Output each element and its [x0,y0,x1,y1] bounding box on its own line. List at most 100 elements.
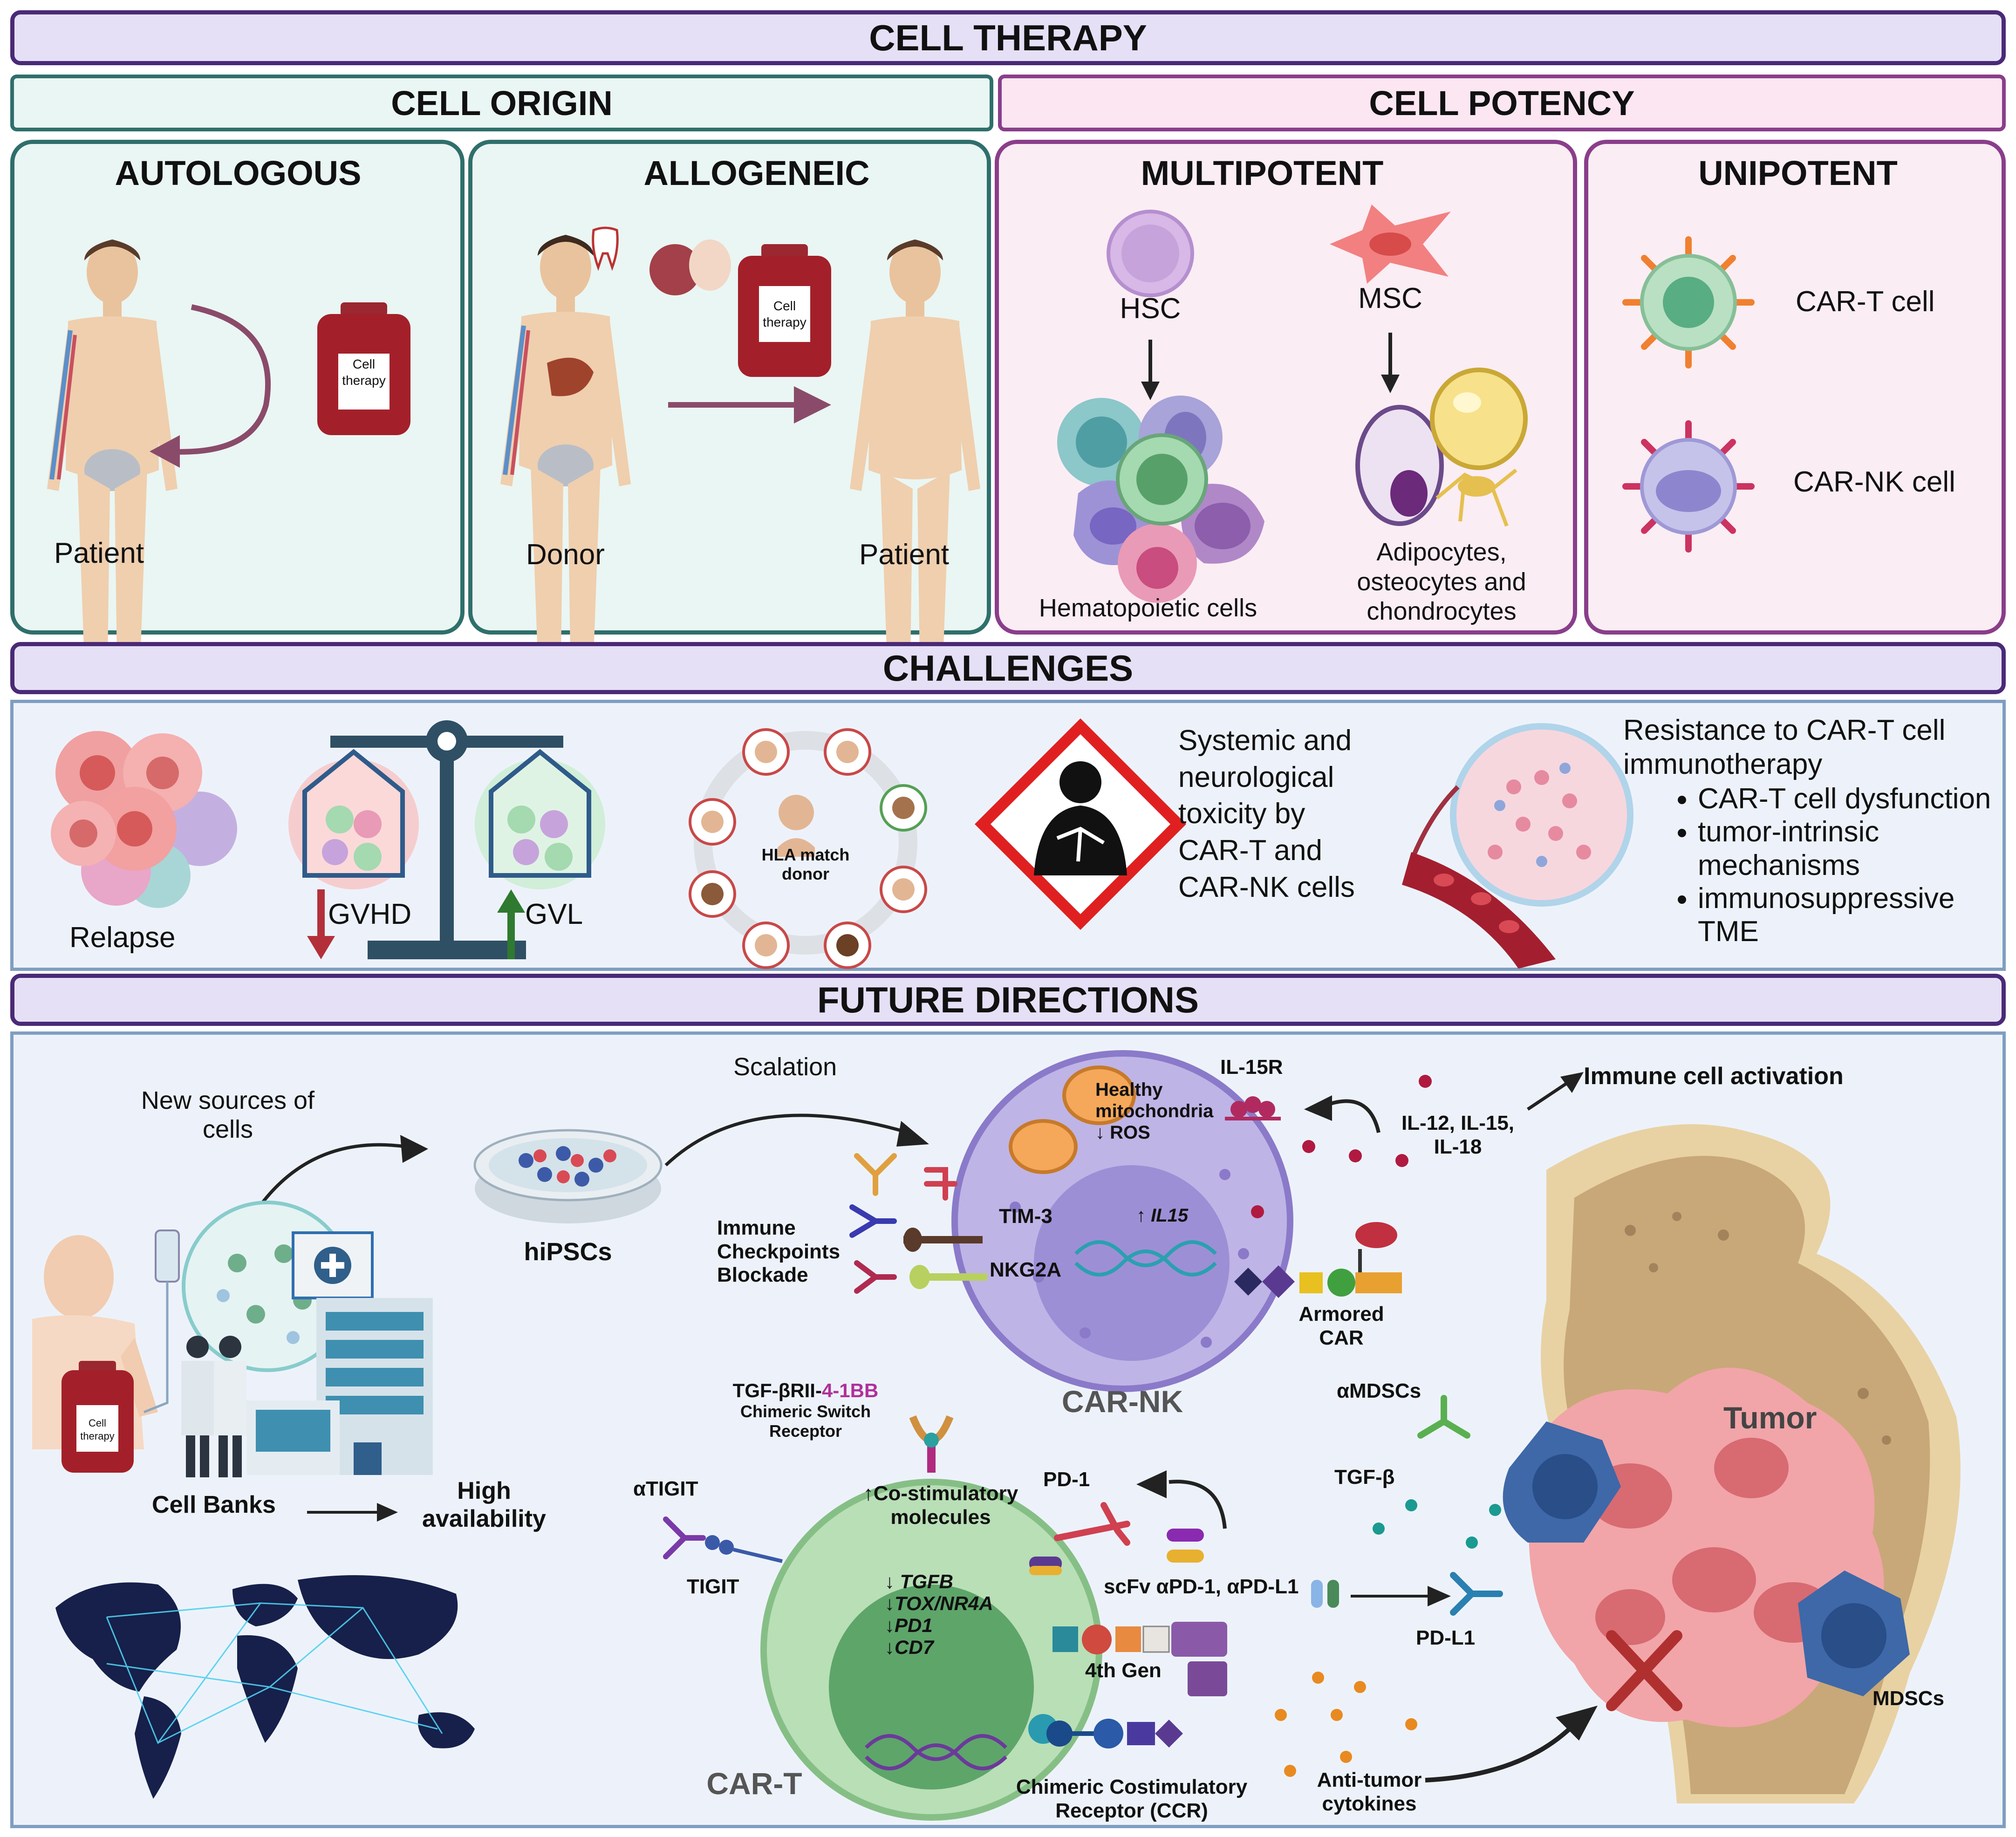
cell-banks-label: Cell Banks [152,1491,276,1518]
car-t-cell-label: CAR-T cell [1796,286,1935,318]
allogeneic-donor-figure [500,235,631,656]
allogeneic-patient-label: Patient [859,539,950,571]
pdl1-receptor [1450,1572,1503,1616]
il-cytokines-line1: IL-12, IL-15, [1401,1112,1515,1134]
high-availability-label: High availability [400,1477,568,1533]
autologous-bag-line2: therapy [342,373,386,388]
tumor-label: Tumor [1723,1400,1817,1435]
adipocytes-line1: Adipocytes, [1376,538,1507,566]
adipocytes-line2: osteocytes and [1357,567,1526,596]
hsc-down-arrow [1141,340,1160,400]
allogeneic-bag-line1: Cell [773,299,796,313]
allogeneic-bag-line2: therapy [763,315,806,329]
antitumor-line2: cytokines [1322,1792,1417,1815]
ccr-line2: Receptor (CCR) [1055,1799,1208,1822]
toxicity-line4: CAR-T and [1178,834,1322,867]
scfv-to-pd1-arrow [1136,1470,1227,1529]
tox-gene: TOX/NR4A [895,1592,993,1615]
scalation-arrow [664,1113,929,1167]
high-availability-line1: High [457,1477,511,1504]
autologous-return-arrow [150,304,271,468]
mdscs-label: MDSCs [1872,1687,1945,1710]
checkpoint-antibodies [849,1153,987,1294]
nkg2a-label: NKG2A [990,1258,1062,1281]
il15r-label: IL-15R [1220,1056,1283,1079]
tgf-switch-line1: TGF-βRII-4-1BB [694,1379,917,1402]
world-network-map [55,1575,475,1799]
unipotent-panel: UNIPOTENT CAR-T cell CAR-NK cell [1584,140,2006,635]
resistance-bullets: CAR-T cell dysfunction tumor-intrinsic m… [1642,782,2010,948]
car-nk-large-cell [951,1050,1293,1392]
antitumor-cytokine-dots [1275,1672,1417,1777]
hla-match-line1: HLA match [761,845,850,864]
cell-potency-title: CELL POTENCY [1369,83,1635,123]
car-t-cell-icon [1622,236,1755,369]
autologous-patient-label: Patient [54,537,144,569]
amdscs-antibody [1417,1395,1470,1439]
tgfb-dots [1373,1499,1501,1549]
resistance-bullet-2: tumor-intrinsic mechanisms [1698,815,2010,882]
hospital-building-icon [246,1231,433,1475]
autologous-panel: AUTOLOGOUS Patient Cell therapy [10,140,465,661]
resistance-line1: Resistance to CAR-T cell [1623,714,1946,746]
tgf-switch-line3: Receptor [769,1421,842,1441]
relapse-label: Relapse [69,922,176,954]
tox-gene-line: ↓TOX/NR4A [885,1592,993,1615]
toxicity-line3: toxicity by [1178,798,1305,830]
icb-line1: Immune [717,1216,796,1239]
car-nk-label: CAR-NK [1061,1384,1183,1419]
immune-activation-arrow [1527,1072,1584,1111]
il-cytokines-label: IL-12, IL-15, IL-18 [1379,1112,1537,1159]
relapse-cells-icon [51,731,237,908]
car-t-label: CAR-T [706,1766,802,1801]
car-t-large-cell [760,1415,1102,1821]
icb-line2: Checkpoints [717,1240,841,1263]
pd1-gene-line: ↓PD1 [885,1614,933,1637]
tgfb-gene-line: ↓ TGFB [885,1571,953,1592]
autologous-cell-therapy-bag [317,302,410,435]
resistance-line2: immunotherapy [1623,748,1823,781]
pdl1-ligand [1311,1580,1339,1608]
antitumor-label: Anti-tumor cytokines [1290,1769,1449,1816]
hsc-cell-icon [1107,210,1194,297]
autologous-bag-label: Cell therapy [338,356,390,389]
healthy-line1: Healthy [1095,1079,1163,1100]
fourth-gen-label: 4th Gen [1085,1659,1162,1682]
new-sources-line2: cells [202,1115,253,1144]
allogeneic-panel: ALLOGENEIC Cell therapy [468,140,991,661]
ccr-line1: Chimeric Costimulatory [1016,1776,1248,1798]
ccr-label: Chimeric Costimulatory Receptor (CCR) [1001,1776,1262,1823]
msc-cell-icon [1330,205,1451,284]
cell-banks-arrow [307,1503,398,1522]
autologous-title: AUTOLOGOUS [115,154,362,192]
autologous-patient-figure [47,239,178,661]
ccr-receptor [1028,1714,1183,1748]
cd7-gene: CD7 [895,1636,934,1659]
scfv-molecule [1167,1529,1204,1563]
costim-line1: ↑Co-stimulatory [863,1482,1018,1505]
placenta-icon [649,239,731,295]
pd1-gene: PD1 [895,1614,933,1637]
challenges-header: CHALLENGES [10,642,2006,694]
il15-gene-text: IL15 [1151,1205,1189,1226]
scalation-label: Scalation [733,1053,837,1081]
bone-tumor-region [1503,1124,1961,1803]
pd1-label: PD-1 [1043,1468,1090,1491]
icb-label: Immune Checkpoints Blockade [717,1216,840,1287]
toxicity-line2: neurological [1178,761,1334,793]
scfv-to-pdl1-arrow [1351,1586,1451,1606]
future-directions-header: FUTURE DIRECTIONS [10,974,2006,1026]
cell-therapy-title: CELL THERAPY [869,17,1147,58]
cell-origin-title: CELL ORIGIN [391,83,613,123]
high-availability-line2: availability [422,1505,546,1532]
tgfb-gene: TGFB [900,1571,953,1592]
adipocytes-label: Adipocytes, osteocytes and chondrocytes [1334,538,1549,627]
costim-label: ↑Co-stimulatory molecules [847,1482,1034,1529]
antitumor-to-tumor-arrow [1425,1706,1598,1782]
new-sources-line1: New sources of [141,1086,315,1114]
cd7-gene-line: ↓CD7 [885,1636,934,1659]
msc-label: MSC [1358,282,1422,314]
new-sources-label: New sources of cells [107,1086,349,1144]
antitumor-line1: Anti-tumor [1317,1769,1422,1791]
gvl-label: GVL [525,898,583,930]
